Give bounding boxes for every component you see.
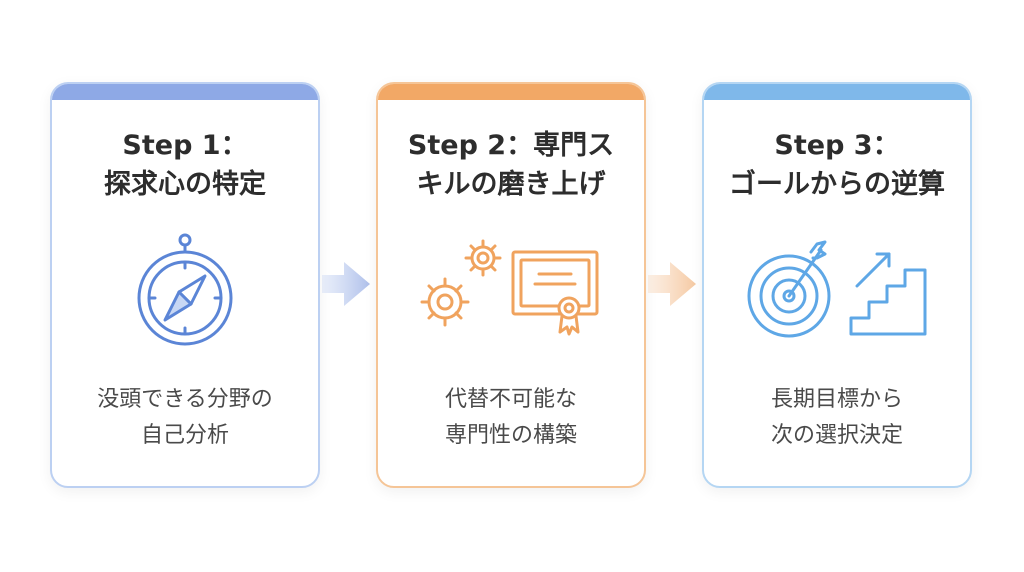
step-title: Step 1： 探求心の特定: [64, 126, 306, 204]
certificate-icon: [511, 250, 599, 336]
step-description-line: 次の選択決定: [770, 423, 903, 448]
target-icon: [747, 240, 831, 338]
step-description-line: 没頭できる分野の: [97, 387, 273, 412]
step-description: 長期目標から 次の選択決定: [714, 382, 960, 454]
step-title-line: Step 2：専門ス: [407, 130, 615, 161]
step-description-line: 長期目標から: [770, 387, 903, 412]
step-description: 没頭できる分野の 自己分析: [62, 382, 308, 454]
step-title-line: ゴールからの逆算: [729, 169, 945, 200]
step-title-line: キルの磨き上げ: [416, 169, 606, 200]
step-title-line: Step 1：: [122, 130, 248, 161]
compass-icon: [52, 230, 318, 350]
step-description-line: 自己分析: [140, 423, 229, 448]
card-accent-bar: [52, 84, 318, 100]
step-title: Step 2：専門ス キルの磨き上げ: [390, 126, 632, 204]
gears-certificate-icon: [378, 230, 644, 350]
step-card-1: Step 1： 探求心の特定 没頭できる分野の 自己分析: [50, 82, 320, 488]
step-card-3: Step 3： ゴールからの逆算: [702, 82, 972, 488]
card-accent-bar: [378, 84, 644, 100]
step-card-2: Step 2：専門ス キルの磨き上げ: [376, 82, 646, 488]
arrow-right-icon: [322, 262, 372, 310]
gear-icon: [420, 277, 470, 327]
step-description-line: 代替不可能な: [444, 387, 577, 412]
card-accent-bar: [704, 84, 970, 100]
step-description: 代替不可能な 専門性の構築: [388, 382, 634, 454]
stairs-icon: [849, 252, 927, 336]
step-title-line: Step 3：: [774, 130, 900, 161]
target-stairs-icon: [704, 230, 970, 350]
step-description-line: 専門性の構築: [444, 423, 577, 448]
arrow-right-icon: [648, 262, 698, 310]
step-title: Step 3： ゴールからの逆算: [716, 126, 958, 204]
gear-icon: [464, 239, 502, 277]
step-title-line: 探求心の特定: [104, 169, 266, 200]
